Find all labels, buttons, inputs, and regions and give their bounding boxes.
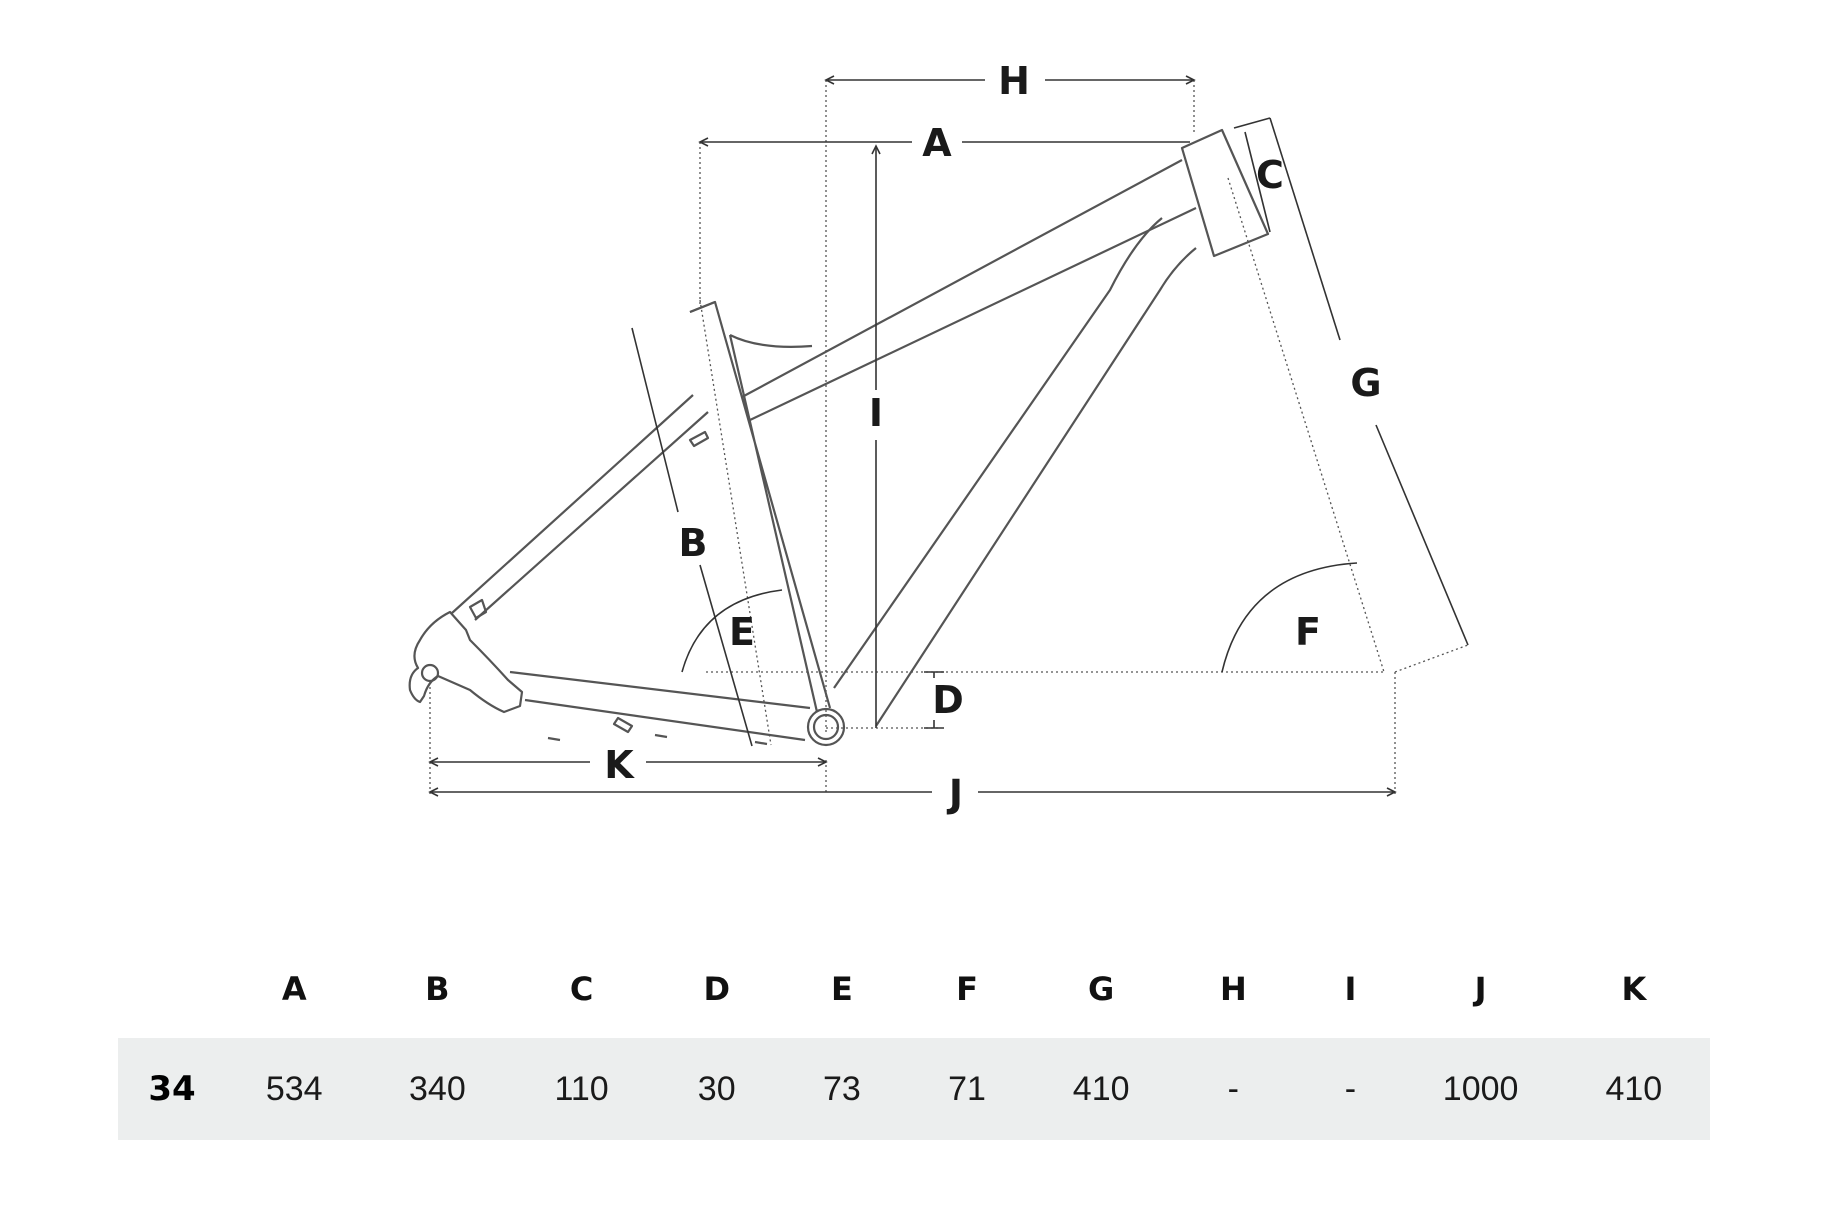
- angle-arc-f: [1221, 562, 1358, 673]
- seat-stay: [451, 394, 709, 621]
- frame-geometry-diagram: H A C G I B E F D K J: [408, 59, 1469, 816]
- value-c: 110: [512, 1038, 651, 1140]
- header-a: A: [281, 970, 307, 1008]
- rear-dropout: [408, 610, 524, 714]
- value-e: 73: [782, 1038, 901, 1140]
- label-k: K: [604, 743, 635, 787]
- label-b: B: [679, 521, 708, 565]
- header-f: F: [956, 970, 978, 1008]
- label-a: A: [922, 121, 952, 165]
- label-h: H: [998, 59, 1030, 103]
- header-c: C: [569, 970, 594, 1008]
- label-g: G: [1350, 361, 1381, 405]
- value-f: 71: [900, 1038, 1034, 1140]
- chain-stay: [509, 670, 811, 742]
- size-cell: 34: [118, 1038, 227, 1140]
- label-f: F: [1295, 610, 1321, 654]
- label-i: I: [869, 391, 883, 435]
- value-b: 340: [362, 1038, 513, 1140]
- bike-frame: [408, 128, 1270, 747]
- head-tube: [1180, 128, 1270, 258]
- geometry-table: A B C D E F G H I J K 34 534 340 110 30 …: [118, 940, 1710, 1140]
- header-size: [118, 940, 226, 1038]
- value-h: -: [1169, 1038, 1298, 1140]
- down-tube: [833, 217, 1197, 727]
- value-a: 534: [226, 1038, 363, 1140]
- value-j: 1000: [1403, 1038, 1558, 1140]
- table-row: 34 534 340 110 30 73 71 410 - - 1000 410: [118, 1038, 1710, 1140]
- top-tube: [741, 159, 1197, 421]
- value-k: 410: [1557, 1038, 1710, 1140]
- dimension-labels: H A C G I B E F D K J: [604, 59, 1381, 816]
- bottom-bracket: [806, 707, 846, 747]
- header-b: B: [425, 970, 450, 1008]
- value-i: -: [1297, 1038, 1404, 1140]
- dimension-lines: [428, 75, 1469, 797]
- reference-lines: [429, 80, 1469, 795]
- header-i: I: [1344, 970, 1357, 1008]
- seat-tube: [689, 300, 832, 713]
- angle-arc-e: [681, 589, 783, 673]
- label-j: J: [946, 772, 963, 816]
- header-j: J: [1474, 970, 1487, 1008]
- header-h: H: [1219, 970, 1247, 1008]
- header-d: D: [703, 970, 730, 1008]
- header-g: G: [1088, 970, 1115, 1008]
- value-g: 410: [1033, 1038, 1170, 1140]
- label-c: C: [1256, 153, 1284, 197]
- table-header-row: A B C D E F G H I J K: [118, 940, 1710, 1038]
- header-e: E: [830, 970, 853, 1008]
- label-e: E: [729, 610, 755, 654]
- value-d: 30: [650, 1038, 783, 1140]
- header-k: K: [1621, 970, 1647, 1008]
- label-d: D: [932, 678, 964, 722]
